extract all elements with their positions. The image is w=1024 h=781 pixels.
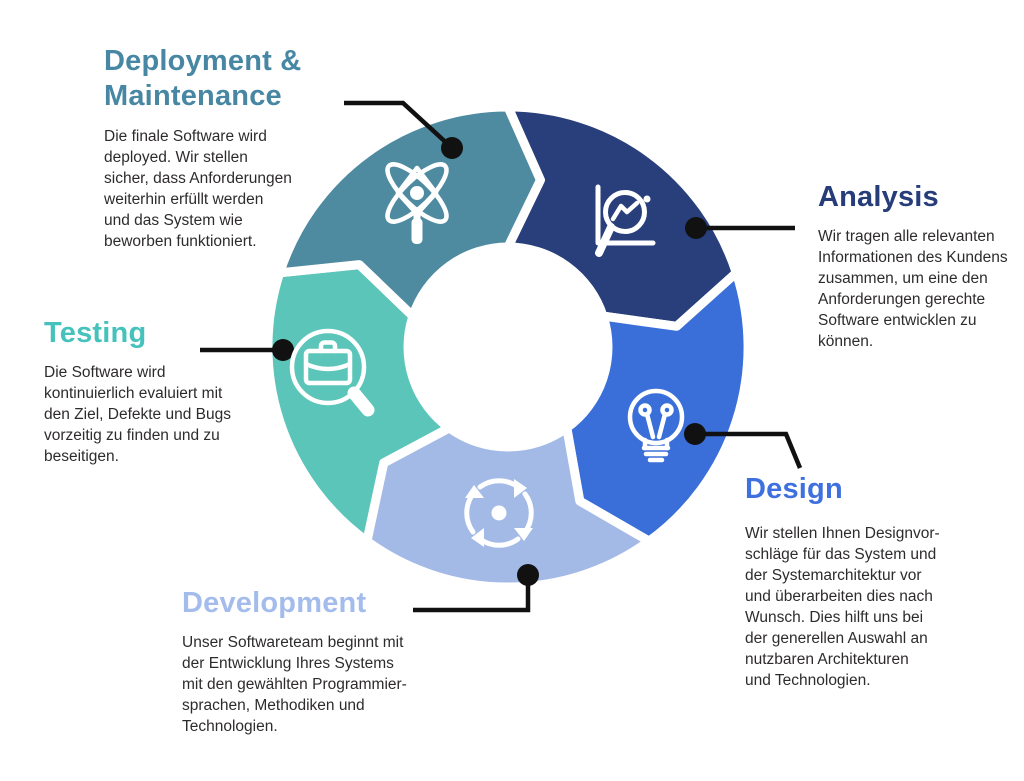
segment-design — [562, 268, 753, 546]
connector-dot-analysis — [685, 217, 707, 239]
analysis-description: Wir tragen alle relevanten Informationen… — [818, 228, 1008, 351]
chart-magnifier-icon — [595, 184, 656, 257]
callout-analysis: Analysis Wir tragen alle relevanten Info… — [818, 180, 1024, 352]
search-briefcase-icon — [289, 328, 375, 417]
atom-icon — [385, 162, 449, 244]
connector-dot-design — [684, 423, 706, 445]
connector-dot-testing — [272, 339, 294, 361]
connector-deployment — [344, 100, 454, 150]
callout-development: Development Unser Softwareteam beginnt m… — [182, 586, 457, 737]
segment-deployment — [275, 102, 545, 321]
callout-deployment: Deployment & Maintenance Die finale Soft… — [104, 44, 359, 252]
design-title: Design — [745, 473, 843, 505]
segment-analysis — [503, 102, 741, 331]
design-description: Wir stellen Ihnen Designvor- schläge für… — [745, 525, 940, 690]
deployment-description: Die finale Software wird deployed. Wir s… — [104, 127, 292, 250]
connector-dot-development — [517, 564, 539, 586]
cycle-arrows-icon — [464, 478, 534, 548]
testing-title: Testing — [44, 317, 147, 349]
development-description: Unser Softwareteam beginnt mit der Entwi… — [182, 634, 407, 736]
callout-testing: Testing Die Software wird kontinuierlich… — [44, 316, 289, 467]
testing-description: Die Software wird kontinuierlich evaluie… — [44, 364, 231, 466]
analysis-title: Analysis — [818, 181, 939, 213]
callout-design: Design Wir stellen Ihnen Designvor- schl… — [745, 472, 973, 691]
connector-design — [695, 431, 803, 469]
connector-development — [413, 575, 531, 613]
connector-dot-deployment — [441, 137, 463, 159]
lightbulb-icon — [627, 388, 685, 463]
segment-development — [362, 423, 654, 592]
development-title: Development — [182, 587, 367, 619]
deployment-title: Deployment & Maintenance — [104, 45, 302, 113]
